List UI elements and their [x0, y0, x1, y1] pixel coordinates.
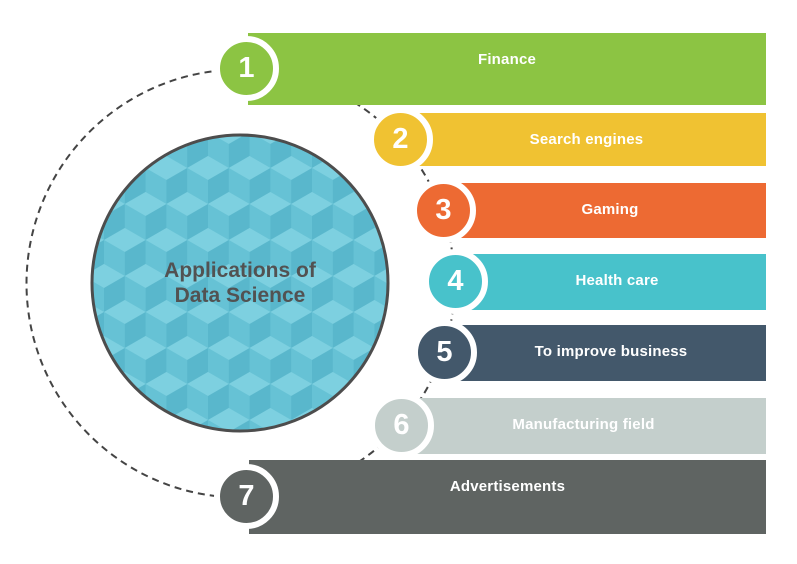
step-badge-4-number: 4	[447, 265, 464, 297]
bar-health-care-label: Health care	[575, 272, 659, 289]
bar-search-engines: Search engines	[407, 113, 766, 166]
bar-advertisements: Advertisements	[249, 460, 766, 534]
step-badge-3: 3	[411, 178, 476, 243]
center-circle	[92, 135, 388, 431]
step-badge-2-number: 2	[392, 123, 409, 155]
bar-finance-label: Finance	[477, 51, 537, 68]
bar-gaming-label: Gaming	[581, 201, 639, 218]
step-badge-7: 7	[214, 464, 279, 529]
diagram-title-line1: Applications of	[164, 259, 316, 282]
step-badge-6: 6	[369, 393, 434, 458]
step-badge-6-number: 6	[393, 409, 410, 441]
bar-improve-business-label: To improve business	[534, 343, 688, 360]
step-badge-5-number: 5	[436, 336, 453, 368]
bar-manufacturing-field-label: Manufacturing field	[512, 416, 655, 433]
step-badge-1-number: 1	[238, 52, 255, 84]
bar-advertisements-label: Advertisements	[449, 478, 566, 495]
bar-manufacturing-field: Manufacturing field	[401, 398, 766, 454]
bar-health-care: Health care	[468, 254, 766, 310]
step-badge-4: 4	[423, 249, 488, 314]
step-badge-2: 2	[368, 107, 433, 172]
step-badge-1: 1	[214, 36, 279, 101]
center-circle-border	[90, 133, 390, 433]
bar-gaming: Gaming	[454, 183, 766, 238]
step-badge-3-number: 3	[435, 194, 452, 226]
step-badge-5: 5	[412, 320, 477, 385]
step-badge-7-number: 7	[238, 480, 255, 512]
bar-search-engines-label: Search engines	[529, 131, 644, 148]
diagram-title-line2: Data Science	[174, 284, 306, 307]
bar-improve-business: To improve business	[456, 325, 766, 381]
bar-finance: Finance	[248, 33, 766, 105]
diagram-title: Applications of Data Science	[110, 258, 370, 308]
